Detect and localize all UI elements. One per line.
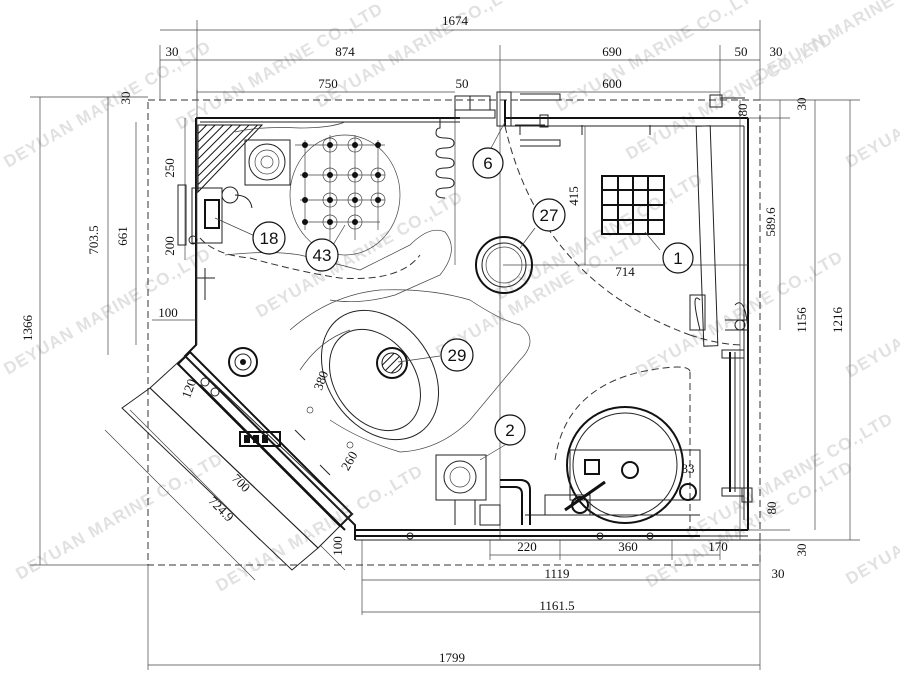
dim-80-bottom-right: 80 <box>764 502 779 515</box>
dim-120: 120 <box>178 377 199 400</box>
dim-714: 714 <box>615 264 635 279</box>
fixture-27 <box>475 236 533 294</box>
door <box>496 91 749 347</box>
wc-area <box>289 289 531 453</box>
callout-18: 18 <box>252 221 286 255</box>
callout-1-label: 1 <box>673 249 682 268</box>
dim-415: 415 <box>566 186 581 206</box>
watermark: DEYUAN MARINE CO.,LTD <box>1 37 215 171</box>
dim-170: 170 <box>708 539 728 554</box>
dim-top-750: 750 <box>318 76 338 91</box>
dim-left-703-5: 703.5 <box>86 225 101 254</box>
dimension-lines <box>30 29 860 670</box>
dim-left-30-top: 30 <box>118 92 133 105</box>
dim-220: 220 <box>517 539 537 554</box>
callout-2-label: 2 <box>505 421 514 440</box>
callout-6: 6 <box>472 147 504 179</box>
dim-top-left-30: 30 <box>166 44 179 59</box>
dim-left-1366: 1366 <box>20 315 35 342</box>
towel-heater-coil <box>435 95 496 199</box>
dim-top-50: 50 <box>456 76 469 91</box>
watermark: DEYUAN MARINE CO.,LTD <box>843 247 900 381</box>
callout-leaders <box>214 121 661 461</box>
dim-360: 360 <box>618 539 638 554</box>
callout-18-label: 18 <box>260 229 279 248</box>
anti-slip-mat <box>289 134 401 256</box>
dim-right-80-top: 80 <box>735 104 750 117</box>
dim-700: 700 <box>229 471 253 495</box>
drain-grate-1 <box>601 175 665 235</box>
shower-area <box>177 121 452 303</box>
dim-589-6: 589.6 <box>763 207 778 237</box>
callout-27-label: 27 <box>540 206 559 225</box>
watermark: DEYUAN MARINE CO.,LTD <box>843 37 900 171</box>
callout-29-label: 29 <box>448 346 467 365</box>
watermark: DEYUAN MARINE CO.,LTD <box>173 0 387 133</box>
floor-grate <box>244 139 291 186</box>
dim-1799: 1799 <box>439 650 465 665</box>
callout-27: 27 <box>532 198 566 232</box>
dim-top-right-50: 50 <box>735 44 748 59</box>
shower-mixer <box>177 184 253 300</box>
diagonal-vanity-counter <box>121 347 354 571</box>
dim-right-30-top: 30 <box>794 98 809 111</box>
dim-724-9: 724.9 <box>206 493 237 524</box>
dim-1156: 1156 <box>794 307 809 333</box>
watermark: DEYUAN MARINE CO.,LTD <box>683 409 897 543</box>
callout-43-label: 43 <box>313 246 332 265</box>
callout-2: 2 <box>494 414 526 446</box>
dim-top-874: 874 <box>335 44 355 59</box>
watermark: DEYUAN MARINE CO.,LTD <box>633 247 847 381</box>
dim-top-690: 690 <box>602 44 622 59</box>
washing-machine <box>525 366 701 530</box>
watermark: DEYUAN MARINE CO.,LTD <box>643 457 857 591</box>
dim-top-overall: 1674 <box>442 13 469 28</box>
hatched-corner <box>197 124 264 194</box>
dim-380: 380 <box>310 369 331 392</box>
dim-top-right-30: 30 <box>770 44 783 59</box>
dim-top-600: 600 <box>602 76 622 91</box>
dim-left-250: 250 <box>162 158 177 178</box>
callout-43: 43 <box>305 238 339 272</box>
callout-1: 1 <box>662 242 694 274</box>
dim-1119: 1119 <box>544 566 569 581</box>
dim-1161-5: 1161.5 <box>539 598 574 613</box>
dim-left-100: 100 <box>158 305 178 320</box>
callout-29: 29 <box>440 338 474 372</box>
watermark: DEYUAN MARINE CO.,LTD <box>13 449 227 583</box>
bottom-rail <box>355 532 700 540</box>
dim-33: 33 <box>682 461 695 476</box>
dim-30-bottom-right: 30 <box>794 544 809 557</box>
grab-bar <box>721 349 753 503</box>
dim-1216: 1216 <box>830 307 845 334</box>
dim-left-200: 200 <box>162 236 177 256</box>
dim-100-bottom: 100 <box>330 536 345 556</box>
dim-260: 260 <box>338 449 361 473</box>
callout-6-label: 6 <box>483 154 492 173</box>
floor-drain-2 <box>435 454 531 526</box>
dim-left-661: 661 <box>115 226 130 246</box>
dim-30-bottom: 30 <box>772 566 785 581</box>
